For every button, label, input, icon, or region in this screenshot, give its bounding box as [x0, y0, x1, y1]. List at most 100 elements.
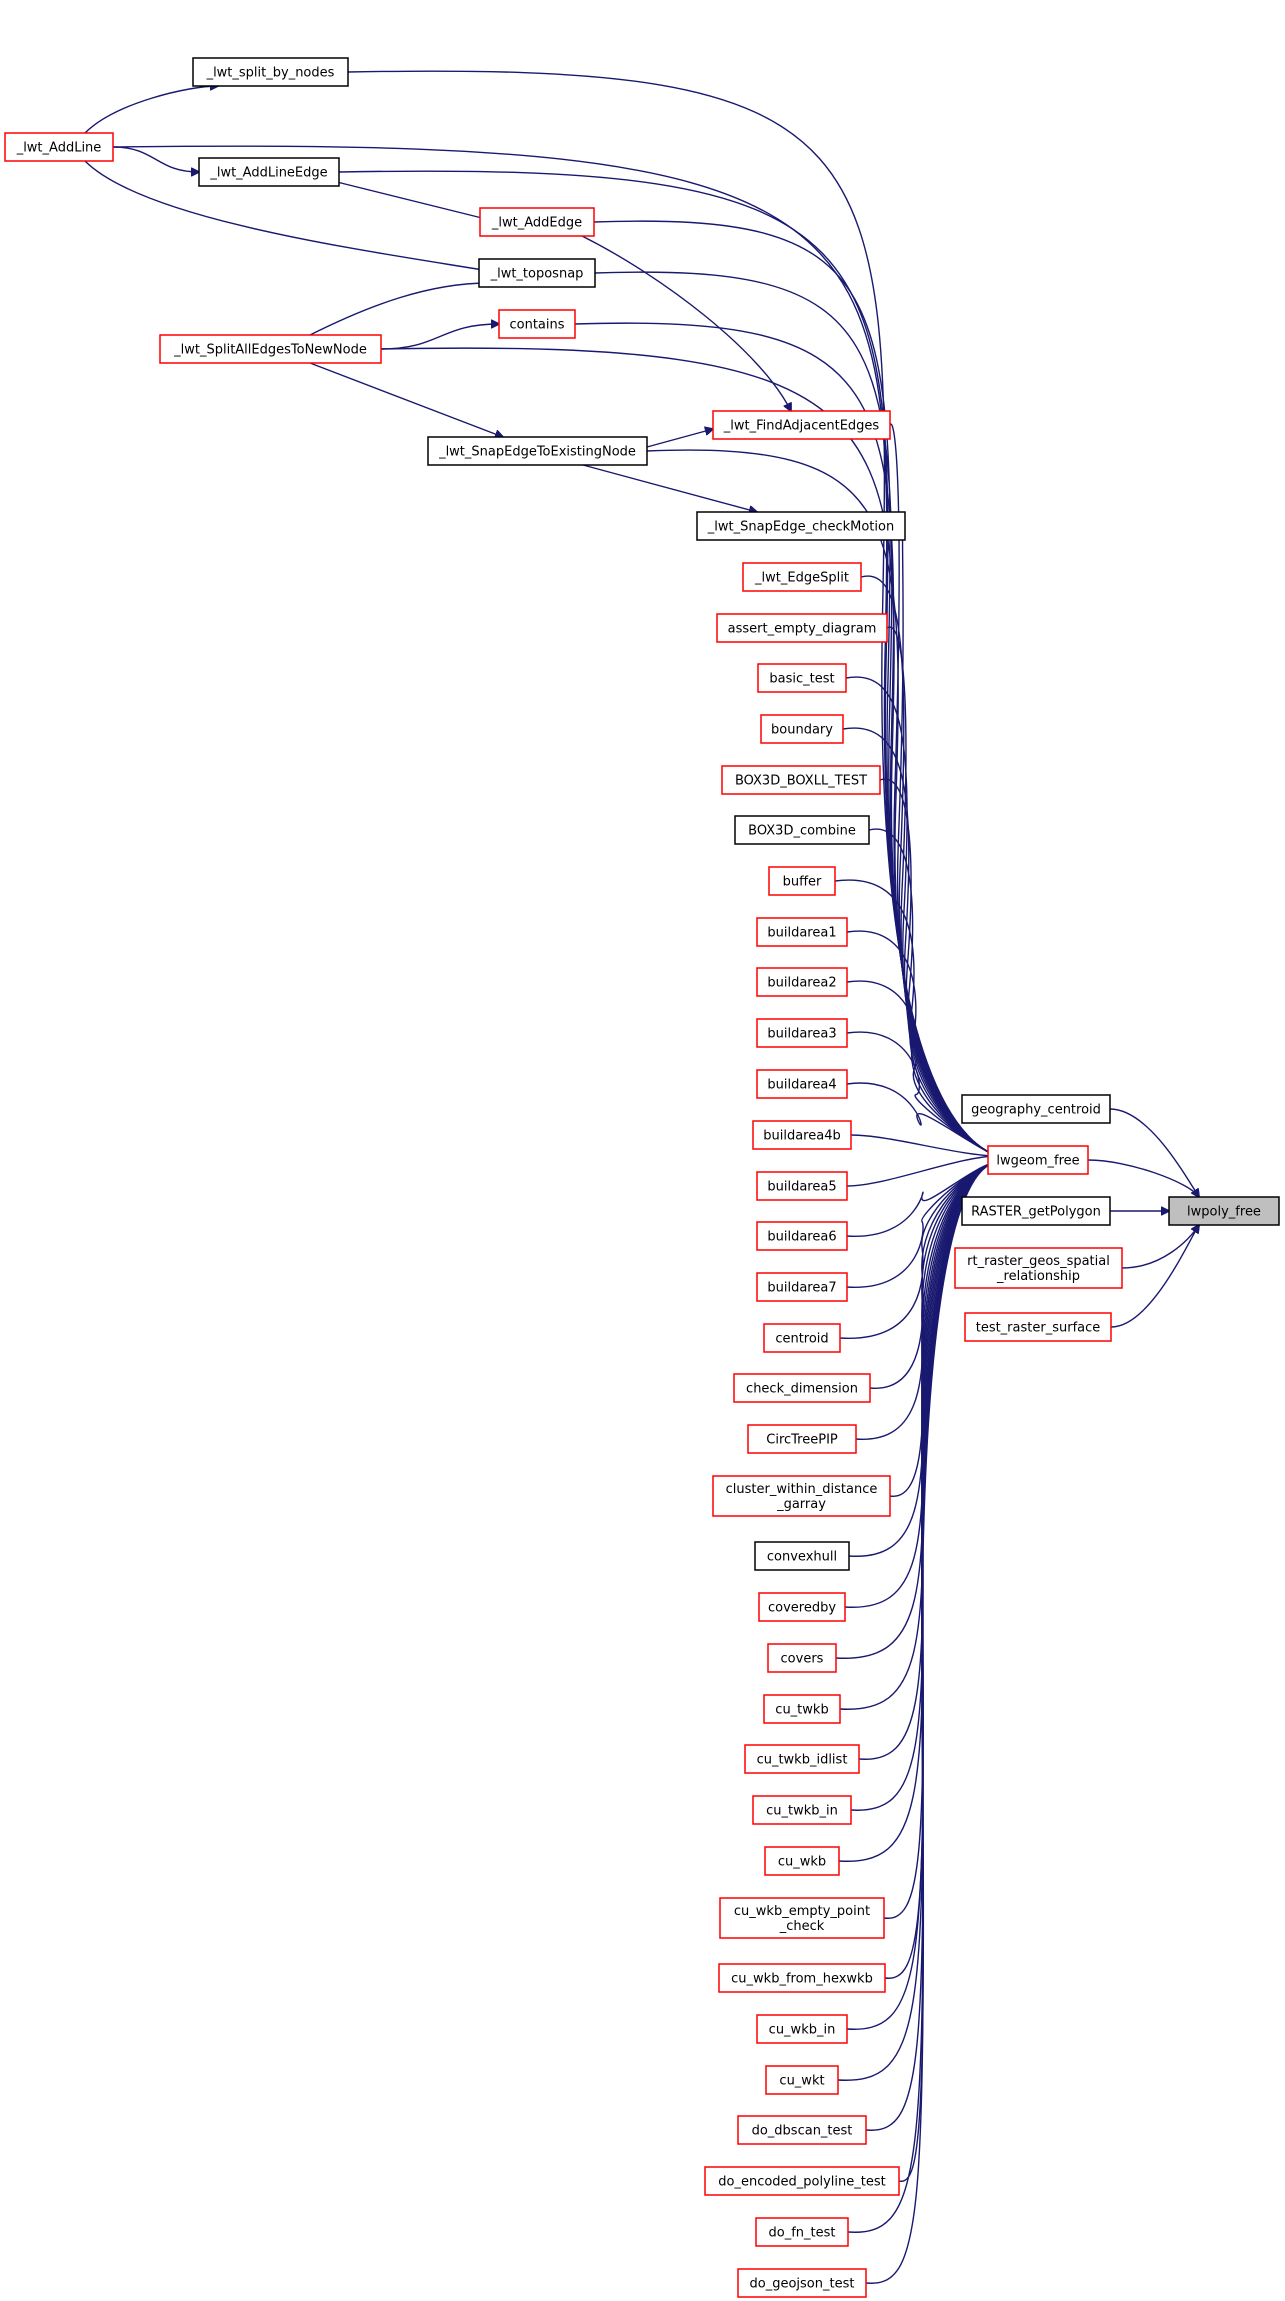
node-buildarea4[interactable]: buildarea4	[756, 1069, 848, 1099]
node-box	[192, 57, 349, 87]
node-buildarea7[interactable]: buildarea7	[756, 1272, 848, 1302]
node-basic_test[interactable]: basic_test	[757, 663, 847, 693]
node-do_dbscan_test[interactable]: do_dbscan_test	[737, 2115, 867, 2145]
node-covers[interactable]: covers	[767, 1643, 837, 1673]
node-BOX3D_BOXLL_TEST[interactable]: BOX3D_BOXLL_TEST	[721, 765, 881, 795]
node-convexhull[interactable]: convexhull	[754, 1541, 850, 1571]
node-label: cu_wkt	[779, 2074, 824, 2089]
node-box	[758, 1592, 846, 1622]
edge-cu_wkt-to-lwgeom_free	[837, 1162, 998, 2081]
node-box	[961, 1196, 1111, 1226]
node-label: cu_wkb_from_hexwkb	[731, 1972, 873, 1987]
node-test_raster_surface[interactable]: test_raster_surface	[964, 1312, 1112, 1342]
node-box	[756, 1018, 848, 1048]
node-box	[719, 1897, 885, 1939]
node-AddEdge[interactable]: _lwt_AddEdge	[479, 207, 595, 237]
node-RASTER_getPolygon[interactable]: RASTER_getPolygon	[961, 1196, 1111, 1226]
node-buildarea5[interactable]: buildarea5	[756, 1171, 848, 1201]
node-label: RASTER_getPolygon	[971, 1205, 1101, 1220]
node-box	[961, 1094, 1111, 1124]
node-box	[747, 1424, 857, 1454]
node-cu_wkb[interactable]: cu_wkb	[764, 1846, 840, 1876]
node-box	[716, 613, 888, 643]
node-assert_empty_diagram[interactable]: assert_empty_diagram	[716, 613, 888, 643]
node-cu_twkb_in[interactable]: cu_twkb_in	[752, 1795, 852, 1825]
nodes-layer: lwpoly_free geography_centroid lwgeom_free…	[4, 57, 1280, 2298]
node-cu_twkb[interactable]: cu_twkb	[763, 1694, 841, 1724]
node-box	[712, 1475, 891, 1517]
edge-buildarea4b-to-lwgeom_free	[850, 1134, 998, 1156]
node-CircTreePIP[interactable]: CircTreePIP	[747, 1424, 857, 1454]
node-do_encoded_polyline_test[interactable]: do_encoded_polyline_test	[704, 2166, 900, 2196]
node-label: basic_test	[769, 672, 834, 687]
node-split_by_nodes[interactable]: _lwt_split_by_nodes	[192, 57, 349, 87]
node-BOX3D_combine[interactable]: BOX3D_combine	[734, 815, 870, 845]
node-cu_wkb_in[interactable]: cu_wkb_in	[756, 2014, 848, 2044]
node-AddLineEdge[interactable]: _lwt_AddLineEdge	[198, 157, 340, 187]
node-label: cu_twkb_in	[766, 1804, 838, 1819]
node-box	[718, 1963, 886, 1993]
node-coveredby[interactable]: coveredby	[758, 1592, 846, 1622]
node-buildarea4b[interactable]: buildarea4b	[752, 1120, 852, 1150]
node-label: cu_twkb	[775, 1703, 828, 1718]
node-label: _lwt_AddLineEdge	[209, 166, 327, 181]
node-EdgeSplit[interactable]: _lwt_EdgeSplit	[742, 562, 862, 592]
node-cluster_within[interactable]: cluster_within_distance_garray	[712, 1475, 891, 1517]
node-boundary[interactable]: boundary	[760, 714, 844, 744]
node-box	[760, 714, 844, 744]
node-label: covers	[781, 1652, 824, 1667]
edge-SnapExisting-to-SnapCheck	[582, 464, 757, 512]
node-label: boundary	[771, 723, 833, 738]
node-label: coveredby	[768, 1601, 836, 1616]
node-check_dimension[interactable]: check_dimension	[733, 1373, 871, 1403]
node-centroid[interactable]: centroid	[763, 1323, 841, 1353]
node-box	[734, 815, 870, 845]
edge-SnapExisting-to-FindAdj	[646, 429, 713, 448]
node-cu_wkb_empty[interactable]: cu_wkb_empty_point_check	[719, 1897, 885, 1939]
node-box	[756, 967, 848, 997]
node-box	[764, 1846, 840, 1876]
node-box	[756, 2014, 848, 2044]
node-lwgeom_free[interactable]: lwgeom_free	[987, 1145, 1089, 1175]
node-box	[737, 2115, 867, 2145]
node-label: _check	[779, 1919, 825, 1934]
node-SnapCheck[interactable]: _lwt_SnapEdge_checkMotion	[696, 511, 906, 541]
node-box	[742, 562, 862, 592]
node-contains[interactable]: contains	[498, 309, 576, 339]
node-box	[954, 1247, 1123, 1289]
node-cu_twkb_idlist[interactable]: cu_twkb_idlist	[744, 1744, 860, 1774]
node-cu_wkb_from_hexwkb[interactable]: cu_wkb_from_hexwkb	[718, 1963, 886, 1993]
node-label: cu_twkb_idlist	[757, 1753, 848, 1768]
node-toposnap[interactable]: _lwt_toposnap	[478, 258, 596, 288]
node-geography_centroid[interactable]: geography_centroid	[961, 1094, 1111, 1124]
node-AddLine[interactable]: _lwt_AddLine	[4, 132, 114, 162]
node-box	[737, 2268, 867, 2298]
node-label: buildarea4	[767, 1078, 836, 1093]
node-root[interactable]: lwpoly_free	[1168, 1196, 1280, 1226]
node-do_geojson_test[interactable]: do_geojson_test	[737, 2268, 867, 2298]
node-box	[427, 436, 648, 466]
edge-AddEdge-to-FindAdj	[581, 235, 791, 411]
node-buildarea3[interactable]: buildarea3	[756, 1018, 848, 1048]
node-buffer[interactable]: buffer	[768, 866, 836, 896]
node-box	[768, 866, 836, 896]
node-label: _lwt_SplitAllEdgesToNewNode	[173, 343, 367, 358]
node-box	[756, 1221, 848, 1251]
node-buildarea1[interactable]: buildarea1	[756, 917, 848, 947]
node-buildarea2[interactable]: buildarea2	[756, 967, 848, 997]
node-SnapExisting[interactable]: _lwt_SnapEdgeToExistingNode	[427, 436, 648, 466]
edge-SplitAll-to-contains	[380, 324, 499, 350]
node-box	[756, 1069, 848, 1099]
edge-lwgeom_free-to-root	[1087, 1159, 1199, 1197]
edge-SplitAll-to-SnapExisting	[309, 362, 503, 437]
node-label: geography_centroid	[971, 1103, 1101, 1118]
node-SplitAll[interactable]: _lwt_SplitAllEdgesToNewNode	[159, 334, 382, 364]
node-label: BOX3D_combine	[748, 824, 856, 839]
node-label: buildarea2	[767, 976, 836, 991]
node-cu_wkt[interactable]: cu_wkt	[765, 2065, 839, 2095]
node-do_fn_test[interactable]: do_fn_test	[755, 2217, 849, 2247]
edge-AddLineEdge-to-AddEdge	[336, 181, 490, 220]
node-rt_raster_geos[interactable]: rt_raster_geos_spatial_relationship	[954, 1247, 1123, 1289]
node-buildarea6[interactable]: buildarea6	[756, 1221, 848, 1251]
node-FindAdj[interactable]: _lwt_FindAdjacentEdges	[712, 410, 891, 440]
